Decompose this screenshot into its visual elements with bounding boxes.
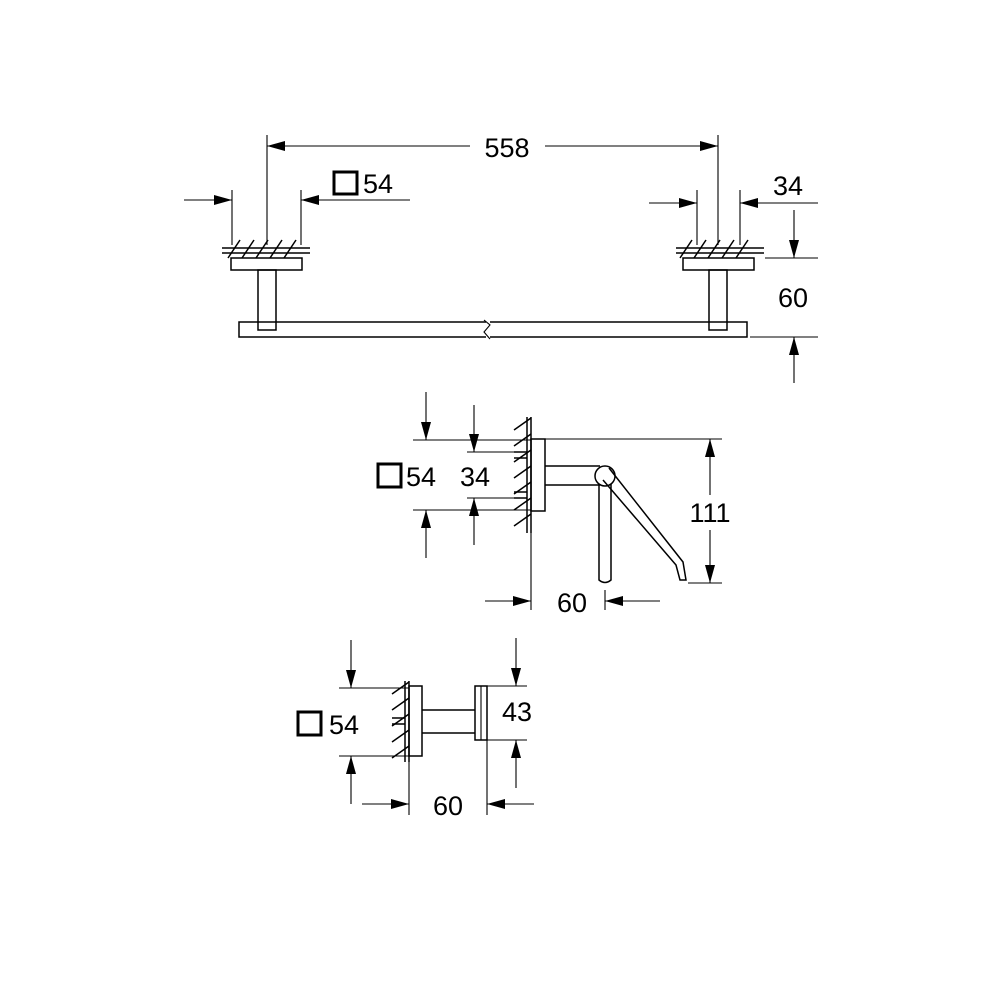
dim-hook-height: 43 <box>502 697 532 727</box>
rosette-left <box>230 257 303 271</box>
dim-length: 558 <box>484 133 529 163</box>
towel-bar <box>238 321 748 338</box>
dim-hook-projection: 60 <box>433 791 463 821</box>
wall-hatch-hook <box>391 681 410 762</box>
rosette-right <box>682 257 755 271</box>
post-left <box>257 269 277 331</box>
holder-rod <box>598 484 612 584</box>
square-symbol-icon <box>332 170 359 196</box>
dim-rosette: 54 <box>363 169 393 199</box>
paper-holder-drawing: 54 34 111 60 <box>376 392 731 618</box>
hook-arm <box>422 709 475 734</box>
dim-holder-rosette: 54 <box>406 462 436 492</box>
dim-hook-rosette: 54 <box>329 710 359 740</box>
wall-hatch-right <box>676 239 764 259</box>
dim-holder-height: 111 <box>689 498 730 528</box>
holder-arm <box>545 465 600 486</box>
dim-holder-inner: 34 <box>460 462 490 492</box>
post-right <box>708 269 728 331</box>
wall-hatch-holder <box>513 417 532 533</box>
dim-rosette-inner: 34 <box>773 171 803 201</box>
hook-rosette <box>408 685 423 757</box>
square-symbol-icon <box>376 462 403 489</box>
dim-holder-projection: 60 <box>557 588 587 618</box>
dim-projection: 60 <box>778 283 808 313</box>
hook-drawing: 54 43 60 <box>296 638 534 821</box>
square-symbol-icon <box>296 710 323 737</box>
holder-rosette <box>530 438 546 512</box>
towel-bar-drawing: 558 54 34 60 <box>184 133 818 383</box>
wall-hatch-left <box>222 239 310 259</box>
holder-flap <box>602 467 687 581</box>
